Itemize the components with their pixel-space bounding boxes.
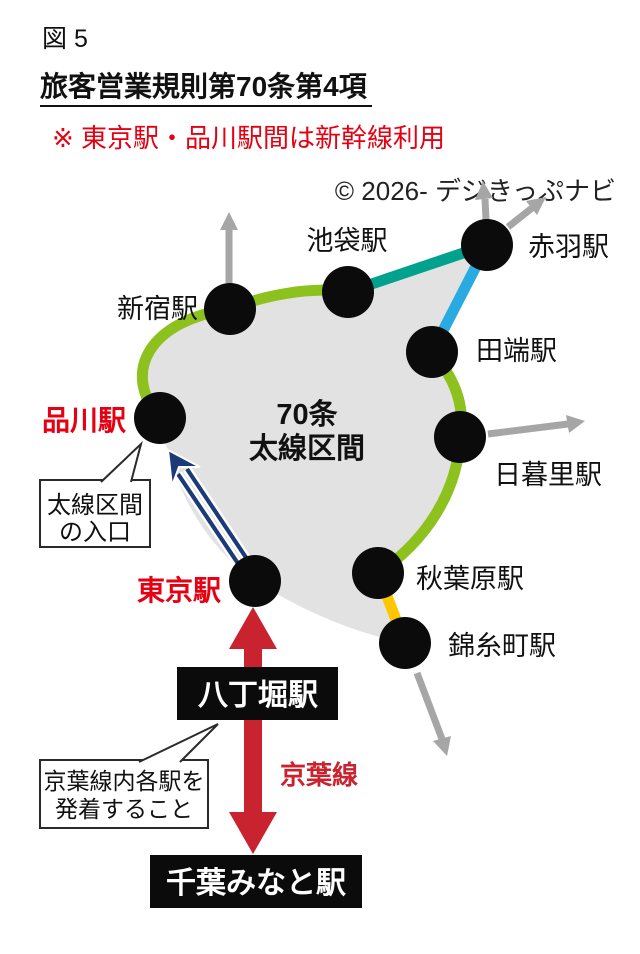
- outward-arrow-akabane-up: [475, 181, 493, 221]
- station-label-tokyo: 東京駅: [137, 574, 221, 606]
- station-dot-akabane: [461, 219, 513, 271]
- callout-keiyo-line2: 発着すること: [55, 796, 193, 822]
- station-label-ikebukuro: 池袋駅: [307, 226, 388, 256]
- bold-section-label-line2: 太線区間: [249, 431, 365, 465]
- callout-entrance-line1: 太線区間: [47, 492, 143, 519]
- station-dot-tabata: [406, 326, 458, 378]
- bold-section-label-line1: 70条: [276, 398, 337, 431]
- station-label-kinshicho: 錦糸町駅: [448, 631, 556, 661]
- outward-arrow-kinshicho: [413, 671, 451, 756]
- callout-keiyo-rule: 京葉線内各駅を 発着すること: [39, 723, 219, 829]
- note-shinkansen: ※ 東京駅・品川駅間は新幹線利用: [52, 123, 445, 153]
- station-dot-kinshicho: [379, 617, 431, 669]
- callout-entrance: 太線区間 の入口: [39, 440, 151, 548]
- station-label-nippori: 日暮里駅: [494, 460, 602, 490]
- keiyo-line-arrow: [229, 607, 277, 854]
- station-label-chiba-minato: 千葉みなと駅: [166, 867, 346, 900]
- figure-number: 図 5: [42, 25, 88, 53]
- station-dot-tokyo: [229, 555, 281, 607]
- outward-arrow-nippori: [487, 415, 585, 438]
- outward-arrow-akabane-diagonal: [505, 197, 546, 230]
- station-dot-ikebukuro: [322, 266, 374, 318]
- station-dot-shinjuku: [204, 283, 256, 335]
- callout-keiyo-line1: 京葉線内各駅を: [44, 768, 205, 794]
- station-dot-akihabara: [352, 547, 404, 599]
- outward-arrow-shinjuku: [220, 212, 238, 283]
- station-label-tabata: 田端駅: [476, 336, 557, 366]
- station-label-shinjuku: 新宿駅: [117, 294, 198, 324]
- station-box-chiba-minato: [150, 855, 362, 908]
- station-box-hatchobori: [177, 667, 338, 720]
- station-label-shinagawa: 品川駅: [42, 405, 126, 436]
- callout-entrance-line2: の入口: [59, 519, 131, 546]
- keiyo-line-label: 京葉線: [280, 760, 358, 790]
- copyright-text: © 2026- デジきっぷナビ: [335, 176, 616, 206]
- station-label-akabane: 赤羽駅: [528, 232, 609, 262]
- page-title: 旅客営業規則第70条第4項: [40, 70, 368, 102]
- shinkansen-arrow: [166, 448, 251, 568]
- station-label-hatchobori: 八丁堀駅: [198, 679, 318, 712]
- station-dot-shinagawa: [134, 392, 186, 444]
- station-label-akihabara: 秋葉原駅: [416, 564, 524, 594]
- station-dot-nippori: [434, 411, 486, 463]
